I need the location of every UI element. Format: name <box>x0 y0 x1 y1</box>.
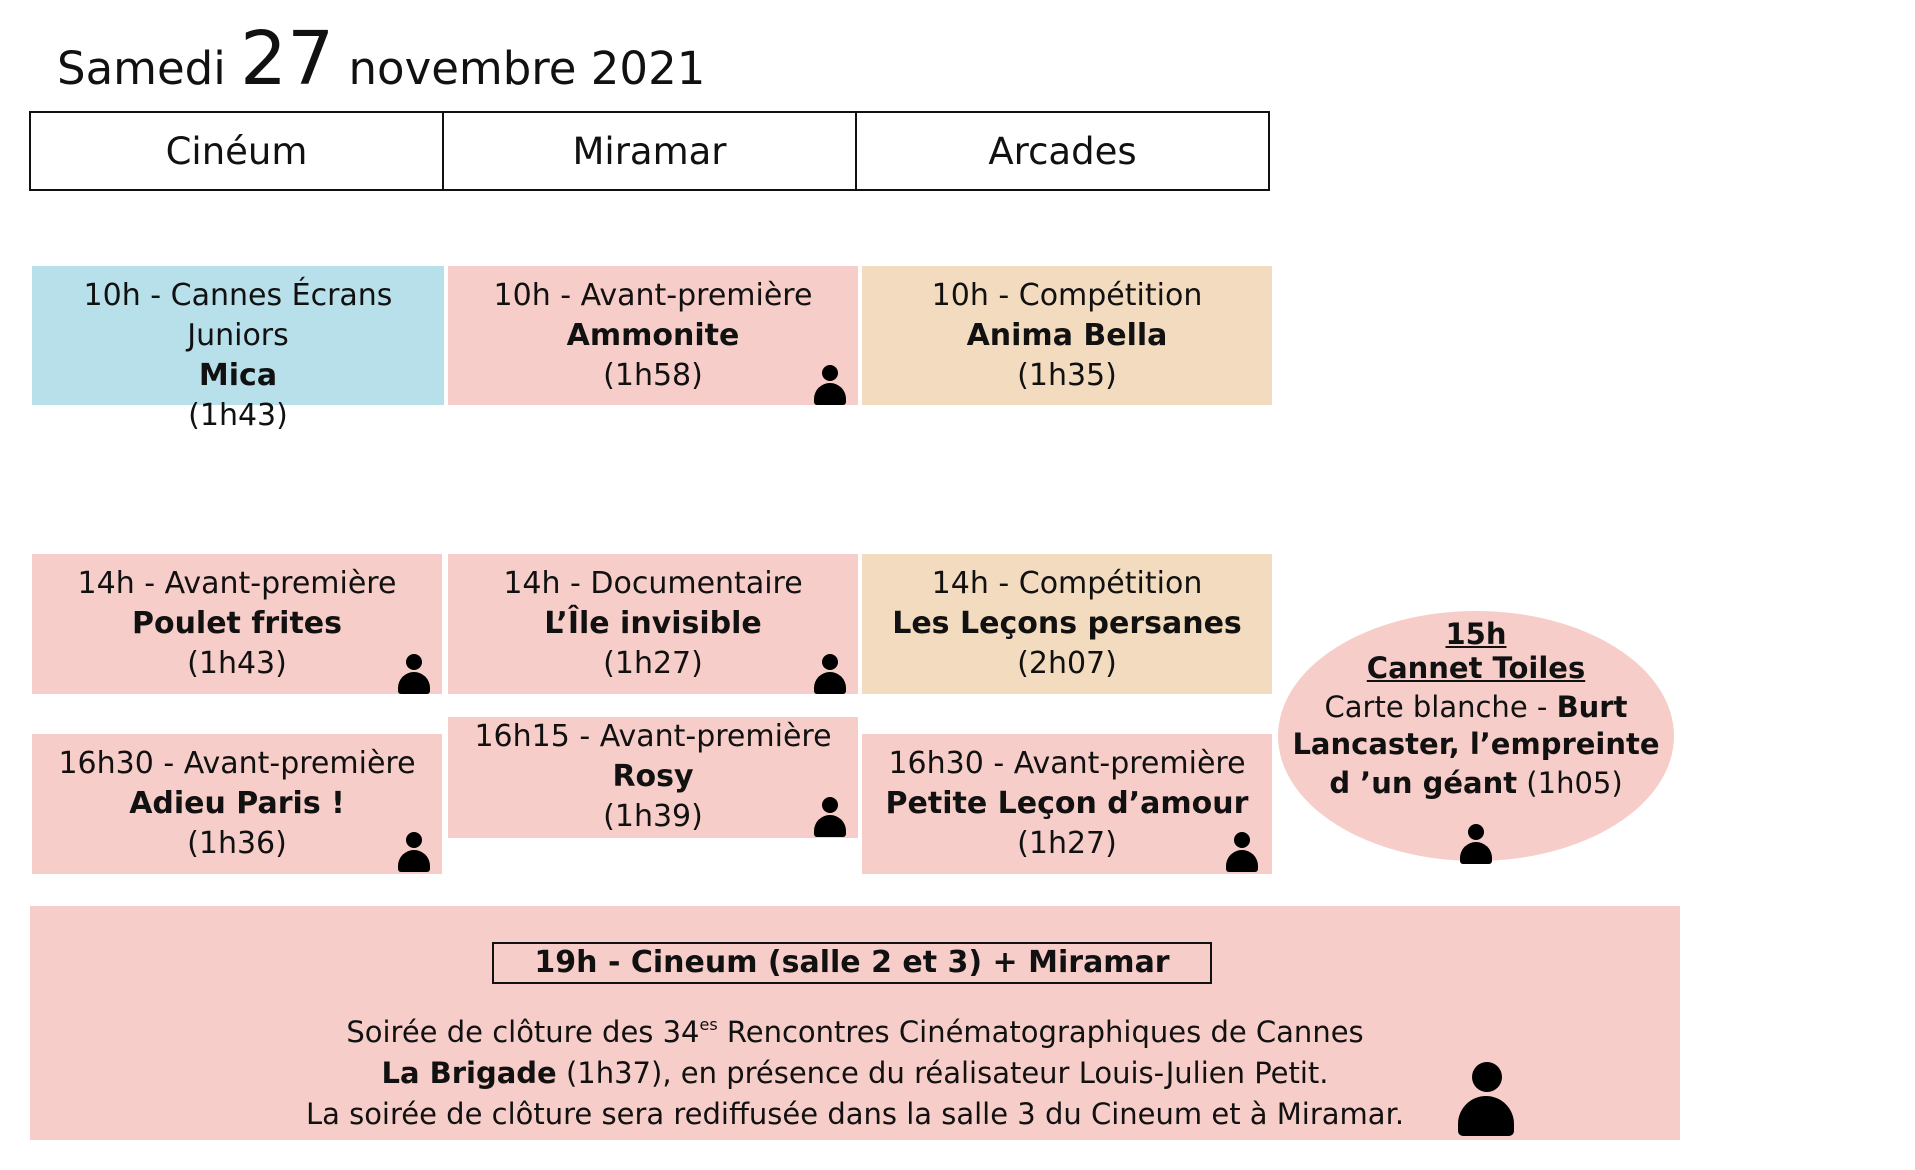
screening-film: Rosy <box>612 759 694 794</box>
screening-film: Poulet frites <box>131 606 343 641</box>
screening-card[interactable]: 10h - Compétition Anima Bella (1h35) <box>862 266 1272 405</box>
venue-header-miramar: Miramar <box>442 113 855 189</box>
screening-card[interactable]: 16h30 - Avant-première Petite Leçon d’am… <box>862 734 1272 874</box>
venue-header-arcades: Arcades <box>855 113 1268 189</box>
closing-line2-rest: (1h37), en présence du réalisateur Louis… <box>556 1056 1329 1090</box>
special-venue: Cannet Toiles <box>1366 651 1586 685</box>
screening-film: Ammonite <box>566 318 740 353</box>
screening-duration: (1h43) <box>188 398 288 433</box>
title-month-year: novembre 2021 <box>348 42 706 95</box>
screening-card[interactable]: 14h - Documentaire L’Île invisible (1h27… <box>448 554 858 694</box>
screening-time: 10h - Cannes Écrans Juniors <box>83 278 393 353</box>
page-title: Samedi 27 novembre 2021 <box>57 16 705 102</box>
special-line3: d ’un géant (1h05) <box>1278 764 1674 803</box>
venue-header-row: Cinéum Miramar Arcades <box>29 111 1270 191</box>
special-duration: (1h05) <box>1517 766 1623 800</box>
special-prefix: Carte blanche - <box>1324 690 1557 724</box>
closing-line1-b: Rencontres Cinématographiques de Cannes <box>717 1015 1364 1049</box>
screening-duration: (1h43) <box>187 646 287 681</box>
special-film-b: Lancaster, l’empreinte <box>1292 727 1660 761</box>
screening-time: 10h - Compétition <box>931 278 1203 313</box>
closing-heading: 19h - Cineum (salle 2 et 3) + Miramar <box>492 942 1212 984</box>
special-film-c: d ’un géant <box>1329 766 1518 800</box>
special-film-a: Burt <box>1556 690 1628 724</box>
screening-time: 14h - Avant-première <box>77 566 397 601</box>
screening-duration: (1h39) <box>603 799 703 834</box>
screening-duration: (1h58) <box>603 358 703 393</box>
screening-time: 14h - Documentaire <box>503 566 803 601</box>
screening-film: Mica <box>198 358 278 393</box>
title-weekday: Samedi <box>57 42 226 95</box>
screening-card[interactable]: 16h15 - Avant-première Rosy (1h39) <box>448 717 858 838</box>
closing-film: La Brigade <box>381 1056 557 1090</box>
screening-film: Petite Leçon d’amour <box>885 786 1249 821</box>
person-icon <box>814 654 846 694</box>
screening-duration: (1h27) <box>1017 826 1117 861</box>
special-screening[interactable]: 15h Cannet Toiles Carte blanche - Burt L… <box>1278 611 1674 864</box>
person-icon <box>814 365 846 405</box>
person-icon <box>398 832 430 872</box>
person-icon <box>814 797 846 837</box>
closing-line1: Soirée de clôture des 34es Rencontres Ci… <box>30 1004 1680 1053</box>
screening-card[interactable]: 10h - Avant-première Ammonite (1h58) <box>448 266 858 405</box>
closing-event-panel[interactable]: 19h - Cineum (salle 2 et 3) + Miramar So… <box>30 906 1680 1140</box>
person-icon <box>398 654 430 694</box>
closing-line1-sup: es <box>699 1015 718 1034</box>
screening-duration: (1h36) <box>187 826 287 861</box>
screening-time: 10h - Avant-première <box>493 278 813 313</box>
screening-card[interactable]: 10h - Cannes Écrans Juniors Mica (1h43) <box>32 266 444 433</box>
special-time: 15h <box>1445 617 1507 651</box>
screening-time: 16h30 - Avant-première <box>888 746 1246 781</box>
closing-line2: La Brigade (1h37), en présence du réalis… <box>30 1053 1680 1094</box>
closing-text: Soirée de clôture des 34es Rencontres Ci… <box>30 1004 1680 1135</box>
screening-time: 14h - Compétition <box>931 566 1203 601</box>
person-icon <box>1458 1062 1514 1136</box>
person-icon <box>1460 824 1492 864</box>
screening-film: Les Leçons persanes <box>892 606 1242 641</box>
screening-time: 16h30 - Avant-première <box>58 746 416 781</box>
closing-line3: La soirée de clôture sera rediffusée dan… <box>305 1097 1405 1131</box>
person-icon <box>1226 832 1258 872</box>
special-line1: Carte blanche - Burt <box>1278 689 1674 725</box>
screening-duration: (1h27) <box>603 646 703 681</box>
venue-header-cineum: Cinéum <box>165 129 308 173</box>
screening-card[interactable]: 14h - Compétition Les Leçons persanes (2… <box>862 554 1272 694</box>
screening-film: L’Île invisible <box>544 606 762 641</box>
screening-time: 16h15 - Avant-première <box>474 719 832 754</box>
closing-line1-a: Soirée de clôture des 34 <box>346 1015 700 1049</box>
screening-card[interactable]: 14h - Avant-première Poulet frites (1h43… <box>32 554 442 694</box>
screening-duration: (1h35) <box>1017 358 1117 393</box>
screening-film: Adieu Paris ! <box>129 786 345 821</box>
title-day: 27 <box>240 16 335 102</box>
screening-card[interactable]: 16h30 - Avant-première Adieu Paris ! (1h… <box>32 734 442 874</box>
screening-film: Anima Bella <box>966 318 1168 353</box>
screening-duration: (2h07) <box>1017 646 1117 681</box>
